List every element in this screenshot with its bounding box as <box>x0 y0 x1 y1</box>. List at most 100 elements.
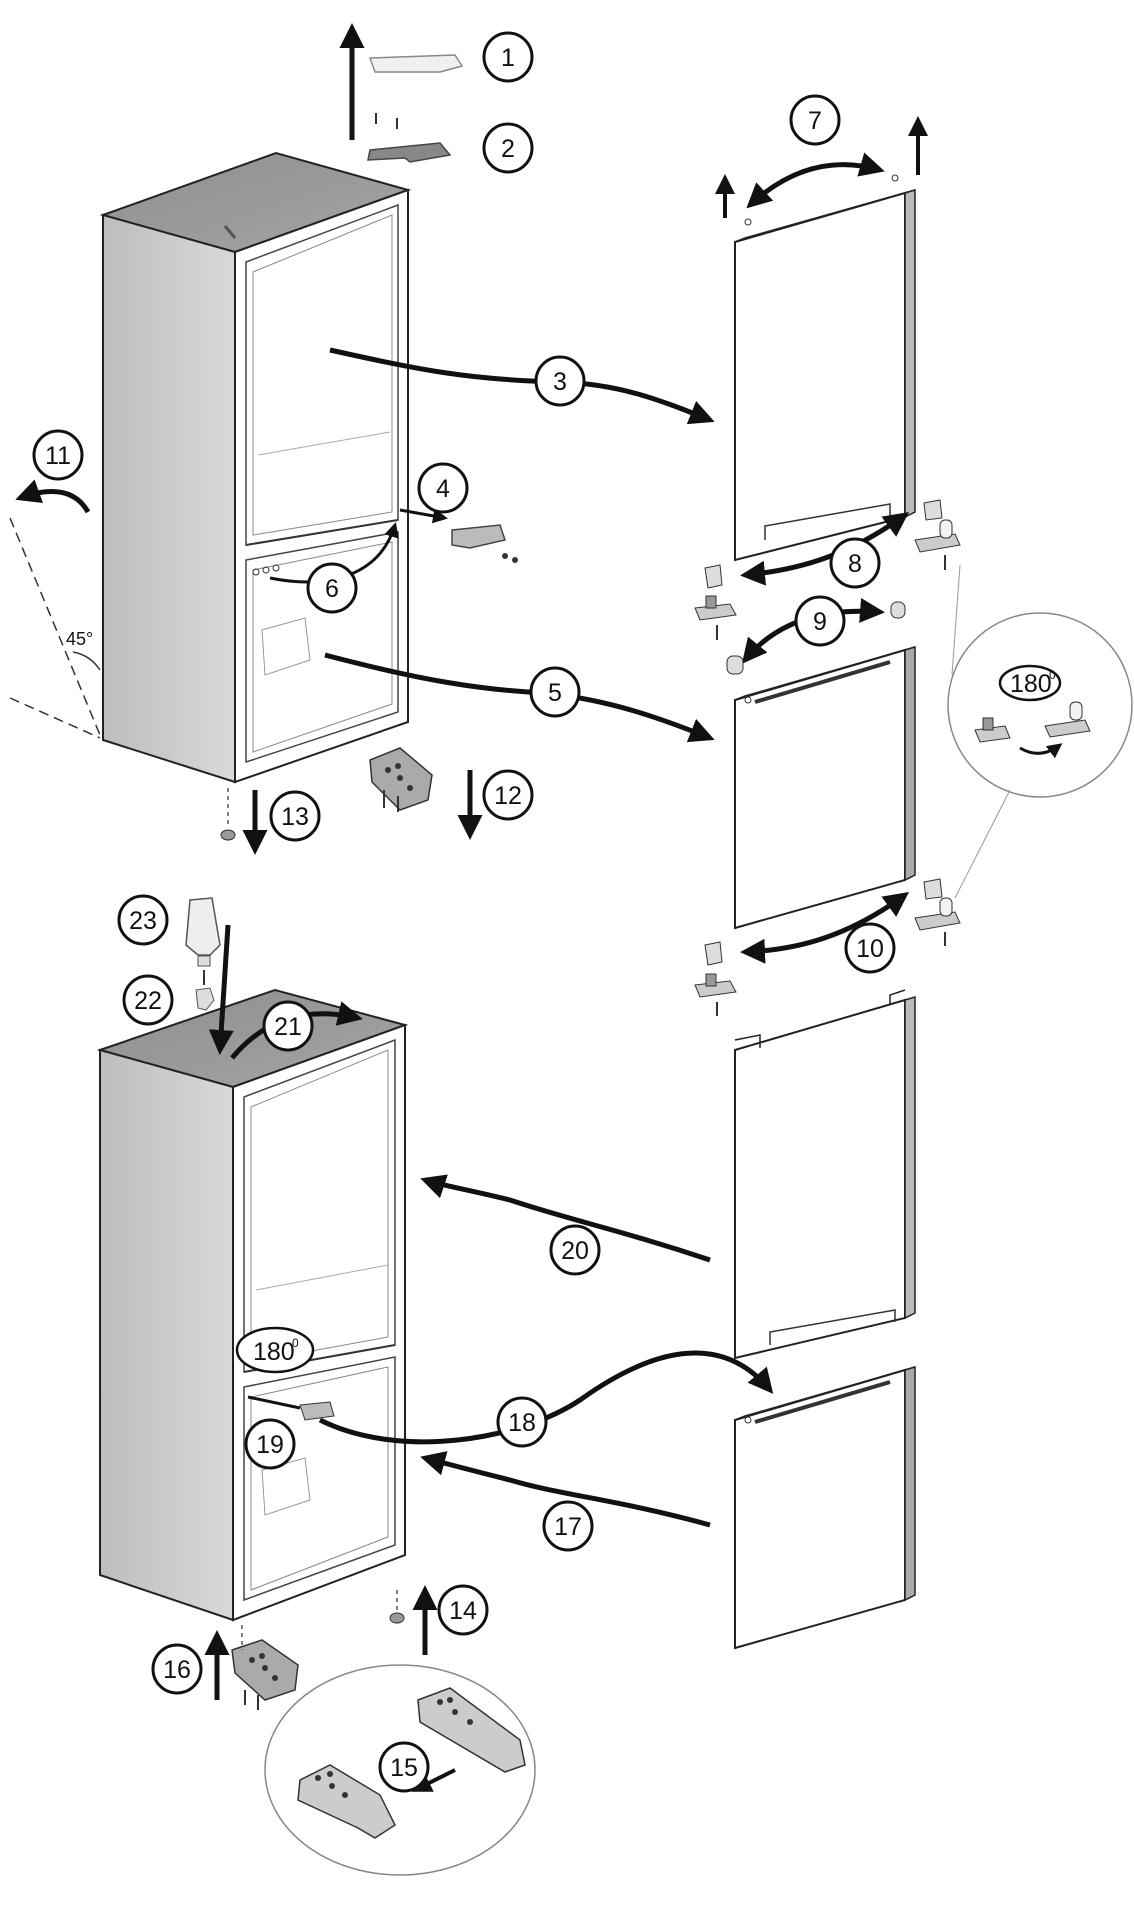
callout-20: 20 <box>549 1224 601 1276</box>
door-stop-left-8 <box>694 564 737 640</box>
callout-circle <box>437 1584 489 1636</box>
callout-number: 18 <box>508 1409 536 1437</box>
callout-circle <box>794 595 846 647</box>
middle-hinge-part <box>399 508 518 563</box>
callout-circle <box>482 769 534 821</box>
fridge-cabinet-bottom <box>96 988 409 1622</box>
callout-circle <box>482 122 534 174</box>
callout-6: 6 <box>306 562 358 614</box>
callout-number: 2 <box>501 135 515 163</box>
callout-circle <box>829 537 881 589</box>
callout-circle <box>306 562 358 614</box>
callout-number: 9 <box>813 608 827 636</box>
callout-circle <box>482 31 534 83</box>
callout-number: 17 <box>554 1513 582 1541</box>
callout-13: 13 <box>269 790 321 842</box>
hinge-swap-angle: 180 <box>1010 670 1052 698</box>
callout-number: 15 <box>390 1754 418 1782</box>
callout-22: 22 <box>122 974 174 1026</box>
callout-number: 11 <box>45 442 71 470</box>
callout-circle <box>529 666 581 718</box>
callout-number: 19 <box>256 1431 284 1459</box>
callout-7: 7 <box>789 94 841 146</box>
callout-circle <box>262 1000 314 1052</box>
callout-number: 4 <box>436 475 450 503</box>
callout-number: 1 <box>501 44 515 72</box>
callout-number: 13 <box>281 803 309 831</box>
arrow-17 <box>420 1451 711 1528</box>
callout-17: 17 <box>542 1500 594 1552</box>
callout-number: 21 <box>274 1013 302 1041</box>
callout-number: 23 <box>129 907 157 935</box>
callout-circle <box>542 1500 594 1552</box>
callout-8: 8 <box>829 537 881 589</box>
upper-door <box>734 174 916 562</box>
door-stop-right-8 <box>914 499 961 570</box>
callout-number: 7 <box>808 107 822 135</box>
callout-circle <box>417 462 469 514</box>
callout-number: 5 <box>548 679 562 707</box>
arrow-10 <box>740 892 910 964</box>
callout-number: 8 <box>848 550 862 578</box>
foot-screw-bottom <box>389 1590 405 1624</box>
callout-16: 16 <box>151 1643 203 1695</box>
callout-number: 20 <box>561 1237 589 1265</box>
upper-door-bottom <box>734 989 916 1360</box>
callout-23: 23 <box>117 894 169 946</box>
door-stop-right-10 <box>914 878 961 946</box>
arrow-20 <box>420 1174 711 1263</box>
callout-3: 3 <box>534 355 586 407</box>
callout-4: 4 <box>417 462 469 514</box>
tilt-guide: 45° <box>9 479 101 739</box>
callout-number: 14 <box>449 1597 477 1625</box>
callout-11: 11 <box>32 429 84 481</box>
door-plug-right-9 <box>890 601 906 619</box>
arrow-7 <box>746 152 885 209</box>
callout-15: 15 <box>378 1741 430 1793</box>
callout-circle <box>32 429 84 481</box>
callout-18: 18 <box>496 1396 548 1448</box>
hinge-swap-degree: 0 <box>1049 668 1056 682</box>
arrow-18 <box>318 1350 774 1445</box>
hinge-swap-detail: 180 0 <box>947 564 1133 899</box>
callout-circle <box>789 94 841 146</box>
top-hinge-part <box>367 113 452 163</box>
bottom-hinge-part-bottom <box>231 1625 299 1710</box>
bottom-hinge-part-top <box>369 747 433 812</box>
callout-2: 2 <box>482 122 534 174</box>
callout-12: 12 <box>482 769 534 821</box>
callout-circle <box>269 790 321 842</box>
callout-10: 10 <box>844 922 896 974</box>
tilt-angle-label: 45° <box>66 629 93 649</box>
callout-circle <box>496 1396 548 1448</box>
hinge-move-degree: 0 <box>292 1336 299 1350</box>
callout-14: 14 <box>437 1584 489 1636</box>
callout-circle <box>244 1418 296 1470</box>
callout-number: 10 <box>856 935 884 963</box>
lower-door-bottom <box>734 1365 916 1650</box>
callout-21: 21 <box>262 1000 314 1052</box>
callout-number: 12 <box>494 782 522 810</box>
callout-9: 9 <box>794 595 846 647</box>
callout-1: 1 <box>482 31 534 83</box>
middle-hinge-bottom-19: 180 0 <box>235 1326 335 1421</box>
callout-number: 16 <box>163 1656 191 1684</box>
callout-circle <box>117 894 169 946</box>
door-stop-left-10 <box>694 941 737 1016</box>
callout-number: 3 <box>553 368 567 396</box>
callout-circle <box>151 1643 203 1695</box>
callout-circle <box>378 1741 430 1793</box>
door-plug-left-9 <box>726 655 744 675</box>
hinge-pin-tool <box>185 897 221 1011</box>
foot-screw-top <box>220 788 236 841</box>
callout-5: 5 <box>529 666 581 718</box>
callout-circle <box>534 355 586 407</box>
arrow-23 <box>208 924 234 1055</box>
callout-circle <box>549 1224 601 1276</box>
callout-19: 19 <box>244 1418 296 1470</box>
top-hinge-cover-part <box>339 23 464 140</box>
callout-number: 6 <box>325 575 339 603</box>
callout-circle <box>844 922 896 974</box>
